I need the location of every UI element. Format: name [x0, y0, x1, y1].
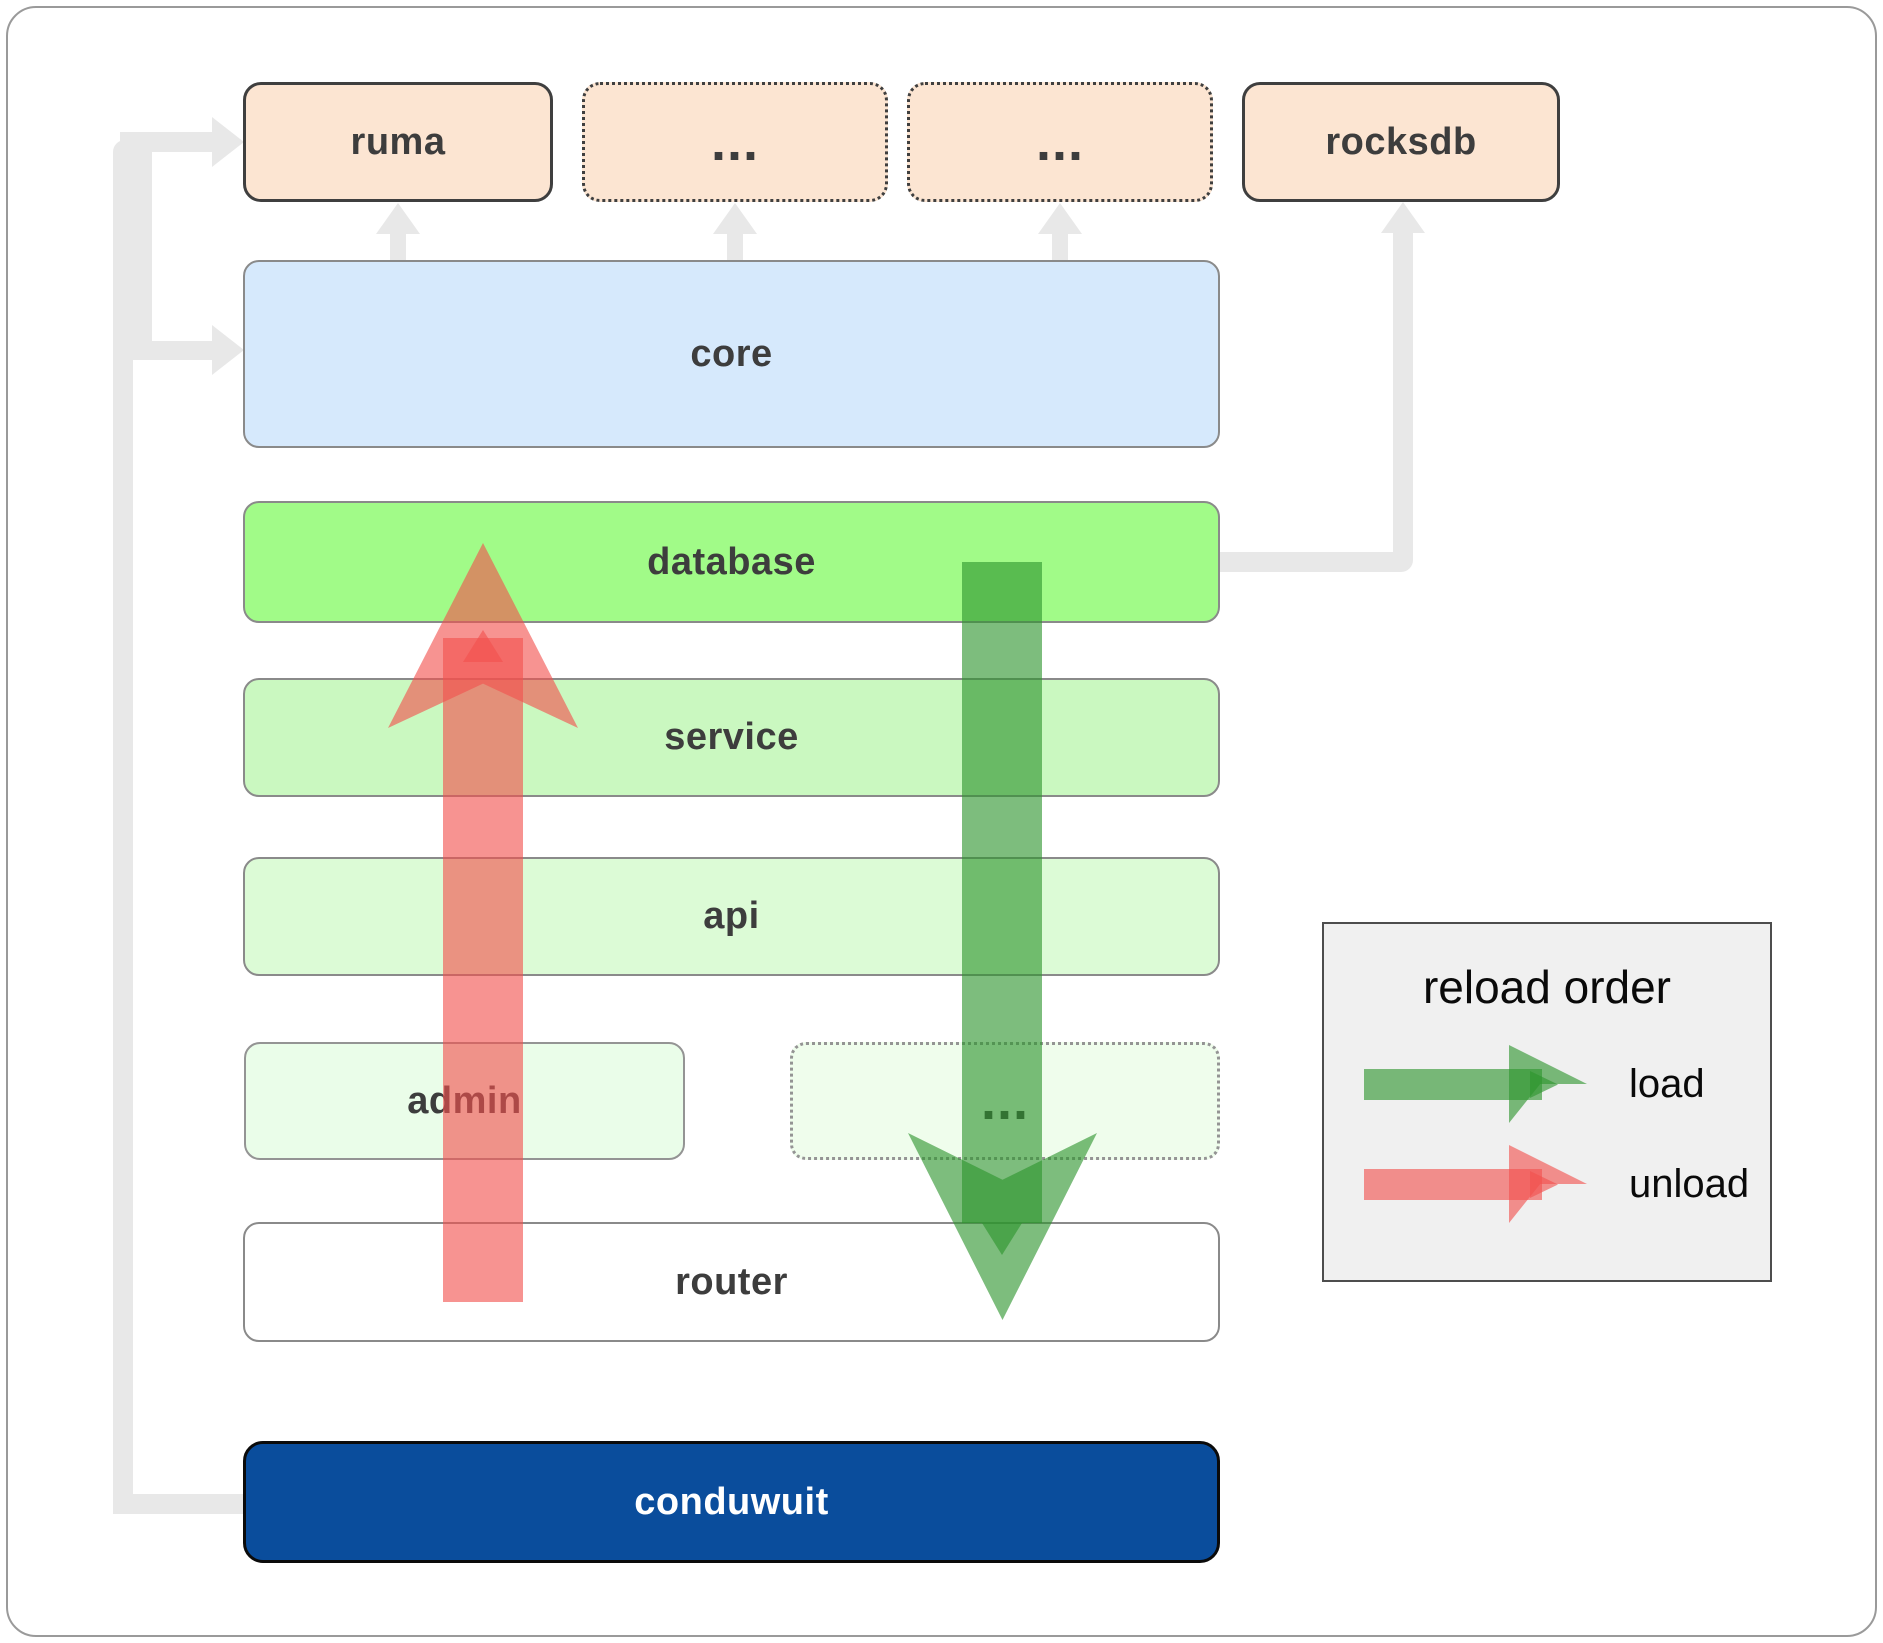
- box-database-label: database: [647, 540, 816, 583]
- unload-arrow-shaft: [443, 638, 523, 1302]
- box-service-label: service: [664, 716, 799, 758]
- box-router-label: router: [675, 1260, 788, 1303]
- connector-conduwuit-horizontal: [113, 1494, 244, 1514]
- connector-conduwuit-vertical: [113, 140, 133, 1514]
- connector-database-rocksdb-vertical: [1393, 230, 1413, 560]
- connector-core-horizontal: [133, 341, 213, 360]
- box-conduwuit: conduwuit: [243, 1441, 1220, 1563]
- box-core-label: core: [690, 332, 773, 375]
- box-rocksdb-label: rocksdb: [1325, 120, 1477, 163]
- legend-reload-order: reload order load unload: [1322, 922, 1772, 1282]
- connector-core-ellipsis1-shaft: [727, 232, 743, 262]
- box-service: service: [243, 678, 1220, 797]
- box-conduwuit-label: conduwuit: [634, 1480, 829, 1523]
- box-api-label: api: [703, 895, 760, 937]
- connector-ruma-horizontal: [120, 132, 213, 152]
- legend-load-label: load: [1629, 1062, 1705, 1106]
- box-router: router: [243, 1222, 1220, 1342]
- load-arrow-shaft: [962, 562, 1042, 1223]
- connector-core-ruma-shaft: [390, 232, 406, 262]
- diagram-frame: [6, 6, 1877, 1637]
- box-core: core: [243, 260, 1220, 448]
- box-ellipsis-2: ...: [907, 82, 1213, 202]
- legend-title: reload order: [1422, 961, 1672, 1013]
- connector-core-vertical: [133, 150, 152, 360]
- box-ruma-label: ruma: [350, 120, 446, 163]
- legend-unload-label: unload: [1629, 1162, 1750, 1206]
- box-rocksdb: rocksdb: [1242, 82, 1560, 202]
- box-database: database: [243, 501, 1220, 623]
- connector-database-rocksdb-horizontal: [1220, 552, 1413, 572]
- box-api: api: [243, 857, 1220, 976]
- connector-core-ellipsis2-shaft: [1052, 232, 1068, 262]
- box-ellipsis-1: ...: [582, 82, 888, 202]
- box-ruma: ruma: [243, 82, 553, 202]
